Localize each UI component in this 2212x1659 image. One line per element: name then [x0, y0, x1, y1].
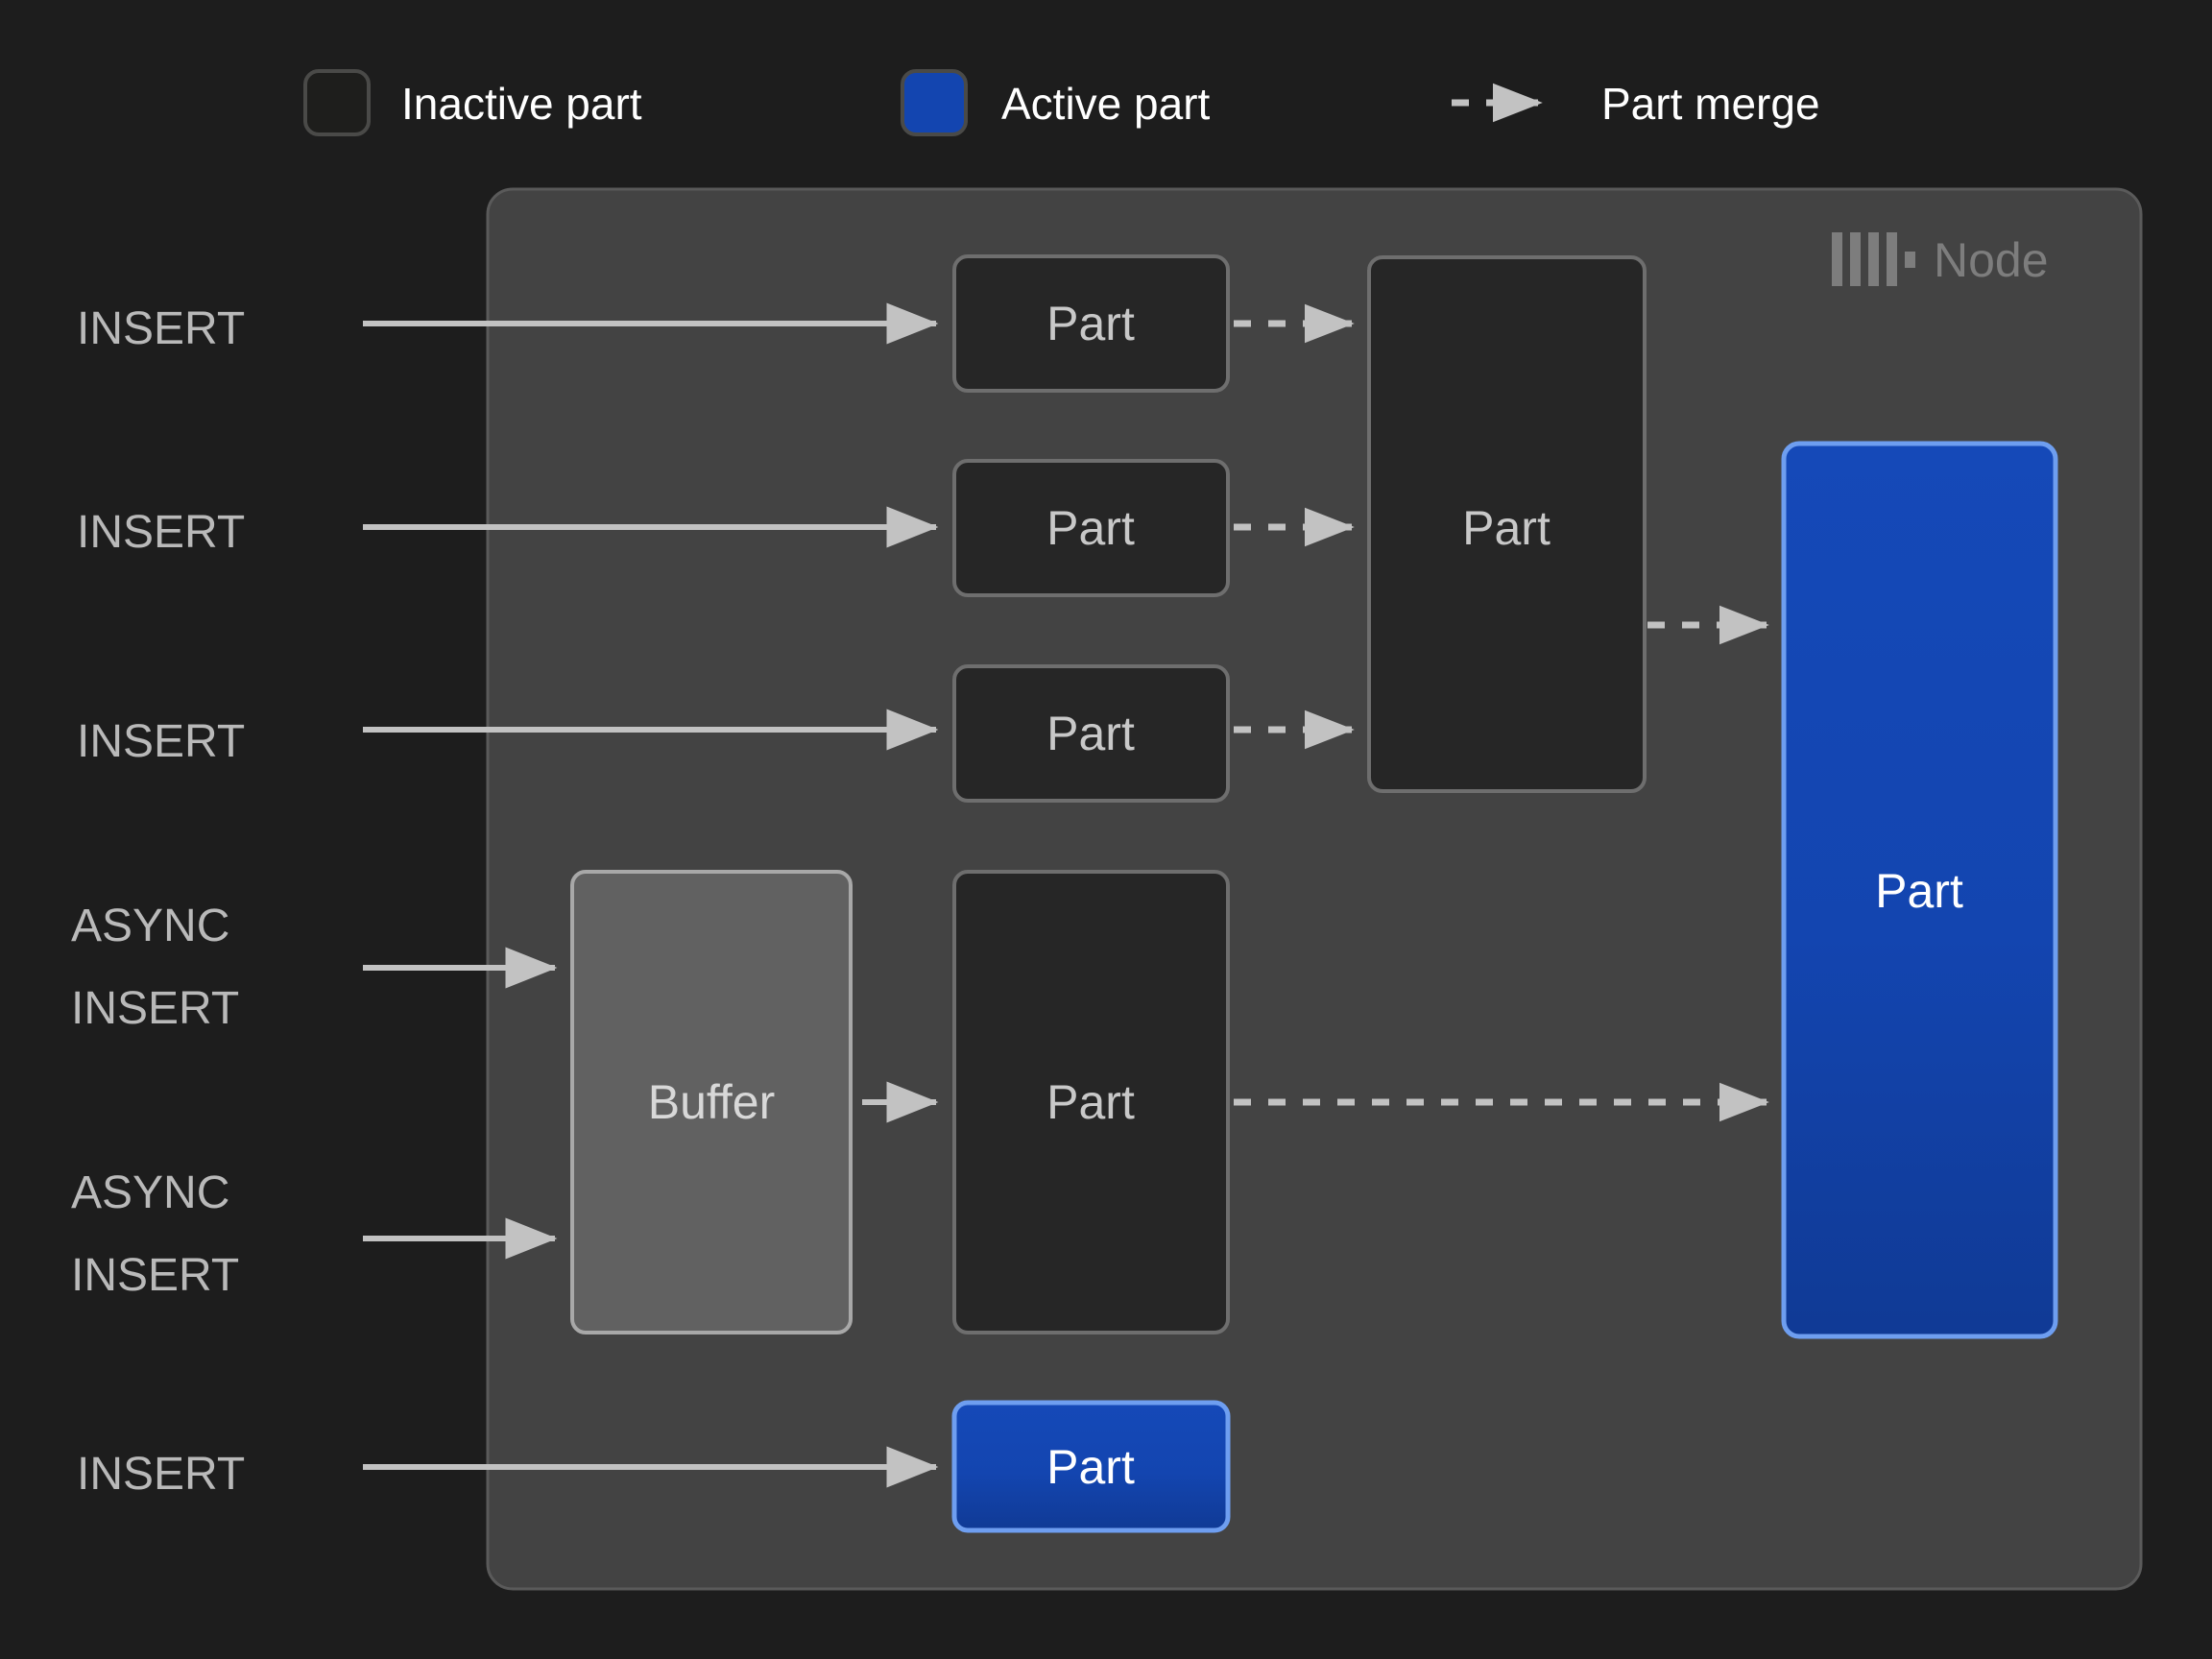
legend-item-inactive-part: Inactive part — [303, 69, 642, 136]
legend-label-inactive: Inactive part — [401, 79, 642, 129]
part-box-merged-top-label: Part — [1462, 501, 1551, 555]
part-box-row-2-label: Part — [1046, 501, 1135, 555]
part-box-merged-top[interactable]: Part — [1367, 255, 1647, 793]
legend-swatch-inactive-icon — [303, 69, 371, 136]
input-label-async-insert-2-line1: ASYNC — [71, 1167, 229, 1218]
legend-item-active-part: Active part — [901, 69, 1211, 136]
part-box-final-active-rect[interactable] — [1781, 441, 2058, 1339]
part-box-async-rect[interactable] — [952, 870, 1230, 1334]
part-box-final-active-label: Part — [1875, 864, 1963, 918]
input-label-async-insert-1-line2: INSERT — [71, 983, 239, 1034]
legend-label-active: Active part — [1001, 79, 1211, 129]
part-box-row-2[interactable]: Part — [952, 459, 1230, 597]
buffer-box-rect[interactable] — [570, 870, 853, 1334]
part-box-row-3-label: Part — [1046, 707, 1135, 760]
part-box-row-1-rect[interactable] — [952, 254, 1230, 393]
input-label-insert-2: INSERT — [77, 507, 245, 558]
part-box-bottom-active[interactable]: Part — [951, 1400, 1231, 1533]
input-label-async-insert-1-line1: ASYNC — [71, 901, 229, 951]
part-box-row-3-rect[interactable] — [952, 664, 1230, 803]
input-labels: INSERT INSERT INSERT ASYNC INSERT ASYNC … — [71, 303, 245, 1500]
buffer-box[interactable]: Buffer — [570, 870, 853, 1334]
legend: Inactive part Active part Part merge — [303, 69, 1820, 136]
input-label-insert-3: INSERT — [77, 716, 245, 767]
input-label-async-insert-2-line2: INSERT — [71, 1250, 239, 1301]
legend-item-part-merge: Part merge — [1452, 79, 1820, 129]
part-box-row-2-rect[interactable] — [952, 459, 1230, 597]
input-arrows — [363, 302, 939, 1488]
legend-label-part-merge: Part merge — [1601, 79, 1820, 129]
node-title: Node — [1934, 233, 2049, 287]
part-box-row-3[interactable]: Part — [952, 664, 1230, 803]
part-box-final-active[interactable]: Part — [1781, 441, 2058, 1339]
part-box-async-label: Part — [1046, 1075, 1135, 1129]
part-box-merged-top-rect[interactable] — [1367, 255, 1647, 793]
part-box-row-1-label: Part — [1046, 297, 1135, 350]
input-label-insert-1: INSERT — [77, 303, 245, 354]
part-box-bottom-active-rect[interactable] — [951, 1400, 1231, 1533]
part-box-async[interactable]: Part — [952, 870, 1230, 1334]
node-title-group: Node — [1832, 232, 2049, 287]
buffer-box-label: Buffer — [648, 1075, 776, 1129]
part-box-row-1[interactable]: Part — [952, 254, 1230, 393]
input-label-insert-4: INSERT — [77, 1449, 245, 1500]
part-box-bottom-active-label: Part — [1046, 1440, 1135, 1494]
legend-swatch-active-icon — [901, 69, 968, 136]
clickhouse-logo-icon — [1832, 232, 1915, 286]
